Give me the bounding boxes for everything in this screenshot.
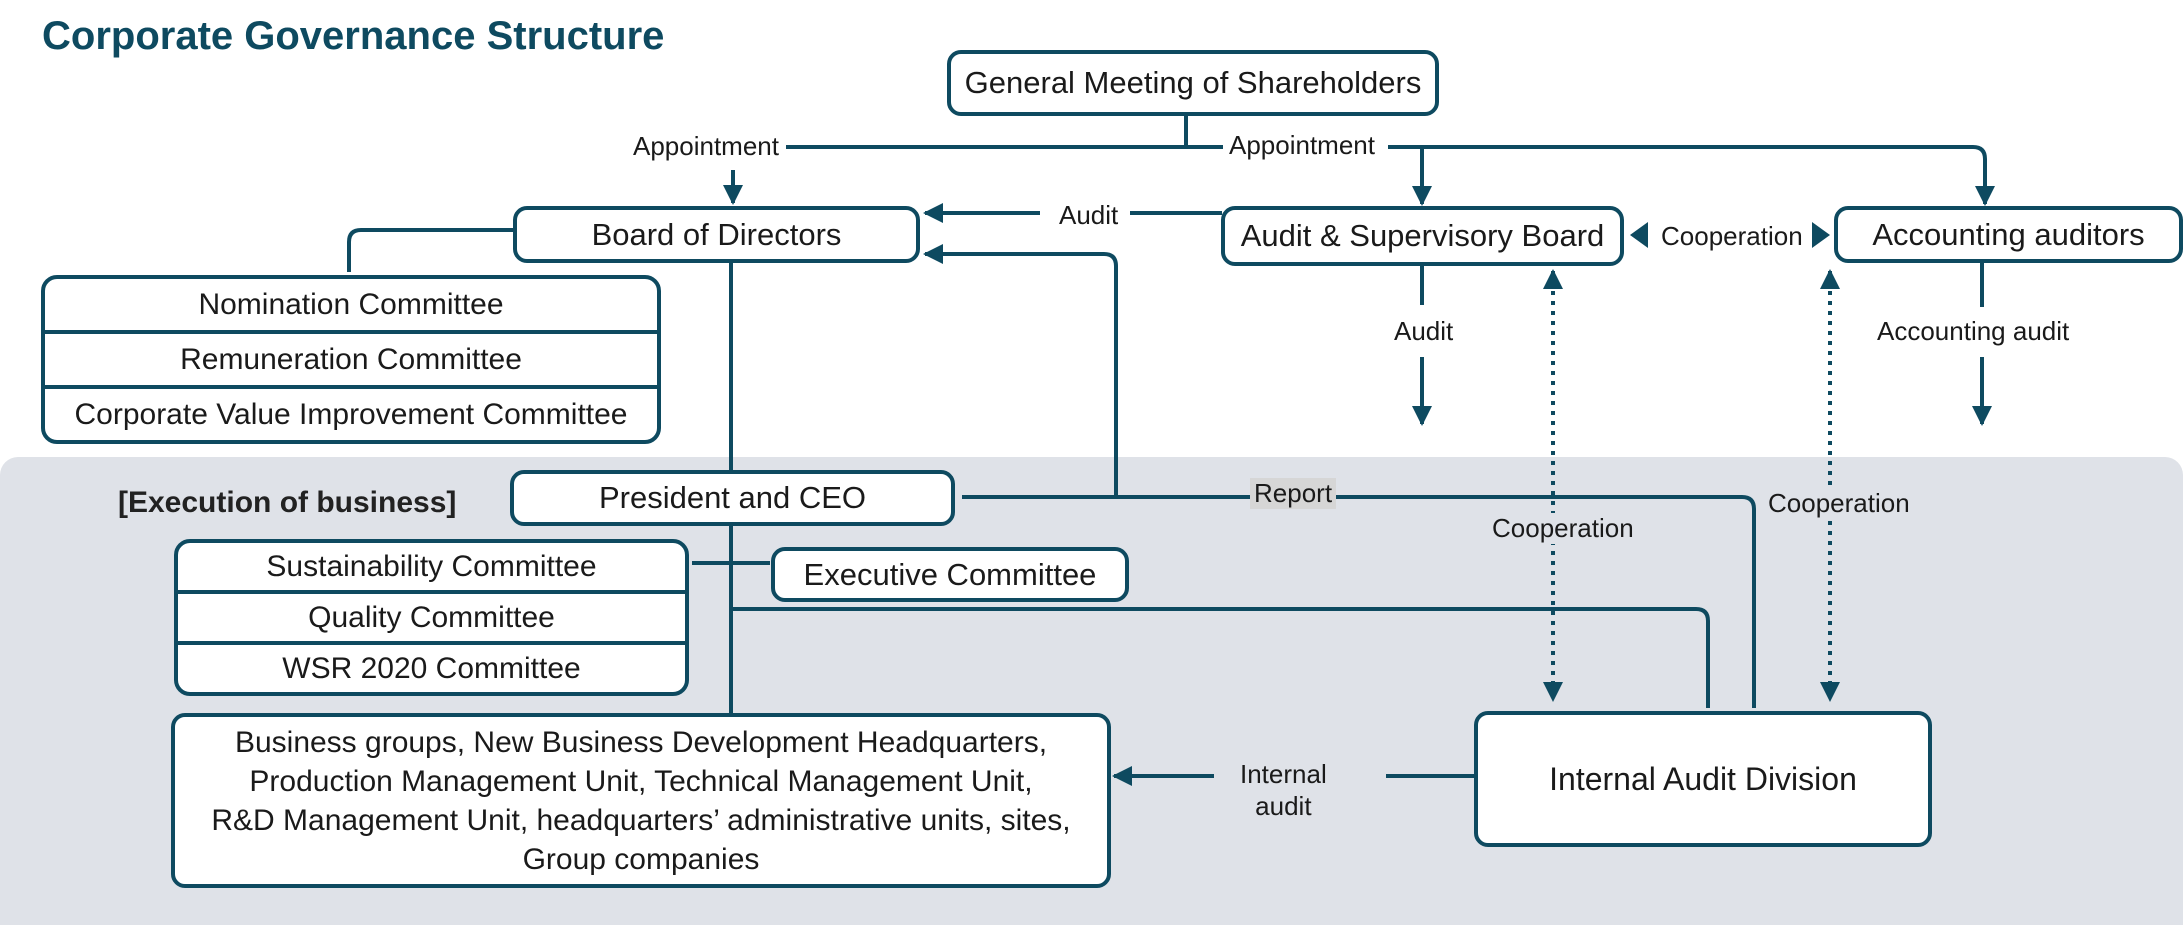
executive-committee-box: Executive Committee [771, 547, 1129, 602]
corporate-value-improvement-committee: Corporate Value Improvement Committee [45, 385, 657, 440]
nomination-committee: Nomination Committee [198, 287, 504, 321]
appointment-label-right: Appointment [1223, 130, 1381, 161]
audit-supervisory-board-box: Audit & Supervisory Board [1221, 206, 1624, 266]
page-title: Corporate Governance Structure [42, 14, 665, 58]
cooperation-left-arrowhead [1630, 222, 1648, 248]
sustainability-committee: Sustainability Committee [266, 549, 597, 583]
internal-audit-label-line-1: Internal [1240, 759, 1327, 789]
board-of-directors-box: Board of Directors [513, 206, 920, 263]
audit-label-board: Audit [1053, 200, 1125, 231]
business-units-line-2: Production Management Unit, Technical Ma… [249, 764, 1033, 798]
business-units-line-4: Group companies [522, 842, 760, 876]
business-units-line-3: R&D Management Unit, headquarters’ admin… [211, 803, 1071, 837]
internal-audit-label-line-2: audit [1255, 791, 1312, 821]
business-units-line-1: Business groups, New Business Developmen… [234, 725, 1048, 759]
appointment-label-left: Appointment [627, 131, 785, 162]
remuneration-committee: Remuneration Committee [45, 330, 657, 385]
internal-audit-label: Internal audit [1240, 758, 1327, 822]
report-label: Report [1250, 478, 1337, 509]
president-ceo-label: President and CEO [598, 480, 867, 515]
accounting-audit-label: Accounting audit [1877, 316, 2070, 346]
president-report-line [962, 495, 1756, 708]
appointment-bar-right [1388, 145, 1995, 206]
executive-committee-label: Executive Committee [803, 556, 1097, 592]
cooperation-right-arrowhead [1812, 222, 1830, 248]
spine-to-internal-audit [731, 607, 1710, 708]
audit-supervisory-board-label: Audit & Supervisory Board [1240, 218, 1605, 253]
report-to-board-line [923, 244, 1118, 497]
president-ceo-box: President and CEO [510, 470, 955, 526]
shareholders-label: General Meeting of Shareholders [964, 65, 1422, 100]
cooperation-label-right: Cooperation [1762, 488, 1916, 519]
board-committees-box: Nomination Committee Remuneration Commit… [41, 275, 661, 444]
execution-of-business-label: [Execution of business] [118, 486, 457, 519]
cooperation-label-mid: Cooperation [1486, 513, 1640, 544]
accounting-auditors-label: Accounting auditors [1872, 216, 2145, 252]
internal-audit-division-box: Internal Audit Division [1474, 711, 1932, 847]
internal-audit-division-label: Internal Audit Division [1549, 760, 1857, 797]
quality-committee: Quality Committee [178, 590, 685, 641]
wsr-2020-committee: WSR 2020 Committee [178, 641, 685, 692]
cooperation-label-top: Cooperation [1661, 221, 1803, 251]
shareholders-box: General Meeting of Shareholders [947, 50, 1439, 116]
business-units-box: Business groups, New Business Developmen… [171, 713, 1111, 888]
board-of-directors-label: Board of Directors [591, 216, 842, 252]
audit-label-down: Audit [1394, 316, 1454, 346]
execution-committees-box: Sustainability Committee Quality Committ… [174, 539, 689, 696]
accounting-auditors-box: Accounting auditors [1834, 206, 2183, 263]
board-to-committees-line [347, 228, 515, 272]
